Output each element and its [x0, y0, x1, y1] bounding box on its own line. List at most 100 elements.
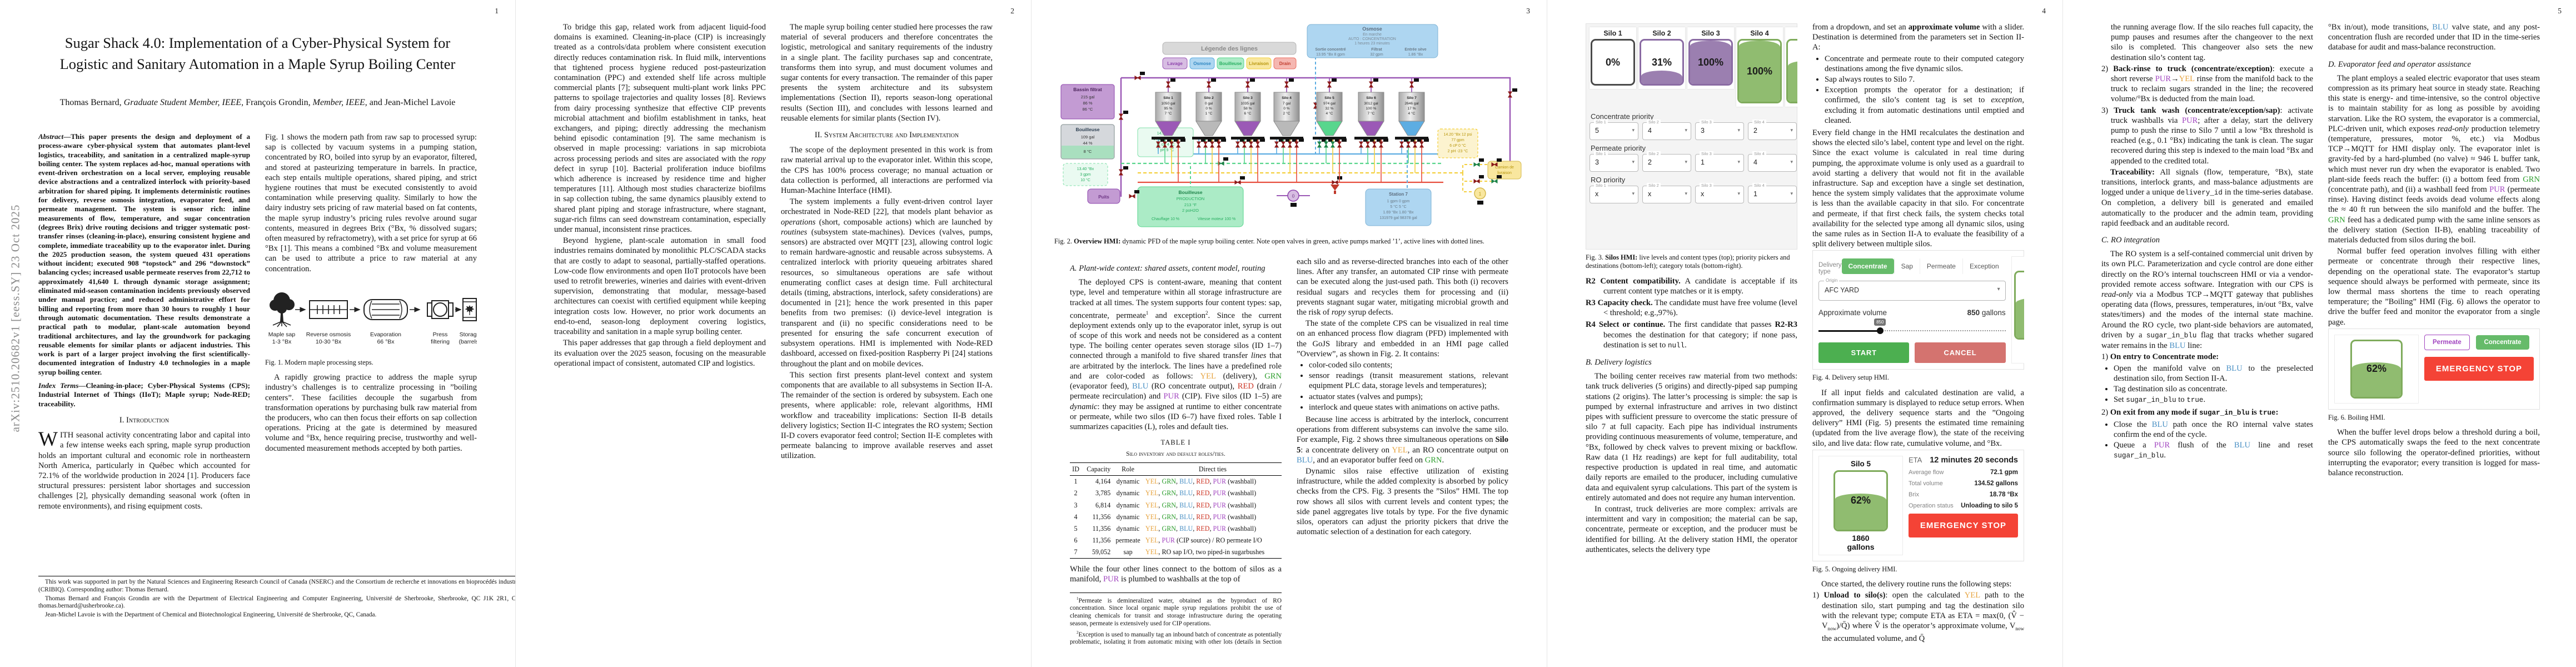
- svg-text:Silo 1: Silo 1: [1163, 96, 1173, 100]
- rule-R3: R3 Capacity check. The candidate must ha…: [1586, 298, 1797, 318]
- paragraph: A rapidly growing practice to address th…: [265, 373, 477, 453]
- silo-tank: 100%: [1737, 39, 1782, 103]
- svg-text:58 %: 58 %: [1243, 107, 1252, 111]
- paragraph: If all input fields and calculated desti…: [1812, 388, 2024, 448]
- page-2: 2 To bridge this gap, related work from …: [515, 0, 1031, 667]
- bullet-item: sensor readings (transit measurement sta…: [1309, 371, 1508, 391]
- page2-right-column: The maple syrup boiling center studied h…: [781, 22, 993, 645]
- silo-tank: 62%: [1833, 470, 1888, 531]
- page4-right-column: from a dropdown, and set an approximate …: [1812, 22, 2024, 645]
- svg-text:Livraison: Livraison: [1249, 61, 1269, 66]
- svg-text:livraison: livraison: [1497, 171, 1512, 175]
- svg-text:95 %: 95 %: [1164, 107, 1172, 111]
- valve-tag: [1370, 138, 1375, 142]
- intro-text: ITH seasonal activity concentrating labo…: [38, 431, 250, 511]
- footnote: Thomas Bernard and François Grondin are …: [38, 595, 515, 610]
- svg-text:Silo 4: Silo 4: [1282, 96, 1292, 100]
- svg-text:PRODUCTION: PRODUCTION: [1177, 196, 1204, 201]
- priority-row-label: Permeate priority: [1591, 144, 1646, 152]
- tab-concentrate: Concentrate: [1841, 258, 1894, 275]
- valve-tag: [1174, 138, 1179, 142]
- valve-tag: [1223, 157, 1228, 161]
- destination-tank: [2014, 271, 2024, 340]
- paragraph: When the buffer level drops below a thre…: [2328, 428, 2540, 477]
- svg-text:7 °C: 7 °C: [1368, 111, 1375, 116]
- valve-icon: [1330, 141, 1336, 148]
- svg-text:Press: Press: [433, 331, 448, 338]
- paragraph: each silo and as reverse-directed branch…: [1297, 257, 1508, 317]
- valve-icon: [1365, 141, 1371, 148]
- paragraph: The deployed CPS is content-aware, meani…: [1070, 278, 1282, 431]
- svg-text:Osmose: Osmose: [1362, 26, 1382, 32]
- svg-text:1 gpm 0 gpm: 1 gpm 0 gpm: [1387, 200, 1410, 203]
- svg-text:Silo 6: Silo 6: [1366, 96, 1376, 100]
- evaporator-icon: [363, 298, 408, 320]
- delivery-step-3: 3) Truck tank wash (concentrate/exceptio…: [2101, 106, 2313, 166]
- emergency-stop-button: EMERGENCY STOP: [1909, 513, 2018, 537]
- svg-text:32 gpm: 32 gpm: [1370, 53, 1383, 57]
- valve-tag: [1211, 78, 1216, 82]
- valve-icon: [1134, 75, 1141, 81]
- volume-label: Approximate volume: [1818, 308, 1887, 317]
- valve-tag: [1279, 138, 1284, 142]
- osmose-box: Osmose En marche AUTO : CONCENTRATION 1 …: [1307, 24, 1438, 58]
- page1-left-column: Abstract—This paper presents the design …: [38, 132, 250, 561]
- valve-icon: [1473, 178, 1480, 184]
- permeate-feed-button: Permeate: [2424, 334, 2470, 350]
- paragraph: from a dropdown, and set an approximate …: [1812, 23, 2024, 52]
- tank-fill: [2352, 362, 2401, 397]
- title-line-2: Logistic and Sanitary Automation in a Ma…: [59, 56, 456, 72]
- svg-text:2646 gal: 2646 gal: [1404, 102, 1419, 106]
- ro-step-2: 2) On exit from any mode if sugar_in_blu…: [2101, 408, 2279, 417]
- figure-5-caption: Fig. 5. Ongoing delivery HMI.: [1812, 565, 1897, 573]
- figure-2: Légende des lignes Lavage Osmose Bouille…: [1054, 22, 1524, 230]
- priority-row: Silo 13▾Silo 22▾Silo 31▾Silo 44▾Silo 5X▾…: [1590, 151, 1797, 172]
- reverse-osmosis-icon: [309, 300, 348, 319]
- svg-text:32 %: 32 %: [1325, 107, 1333, 111]
- svg-text:14.20 °Bx 12 psi: 14.20 °Bx 12 psi: [1443, 132, 1472, 137]
- bullet-item: Close the BLU path once the RO internal …: [2114, 420, 2313, 440]
- valve-tag: [1247, 138, 1252, 142]
- page5-right-column: °Bx in/out), mode transitions, BLU valve…: [2328, 22, 2540, 645]
- svg-text:Osmose: Osmose: [1193, 61, 1211, 66]
- valve-icon: [1358, 141, 1364, 148]
- valve-icon: [1372, 141, 1377, 148]
- svg-text:4 °C: 4 °C: [1408, 111, 1416, 116]
- origin-label: Origin: [1824, 278, 1840, 283]
- overview-bullet-list: color-coded silo contents; sensor readin…: [1297, 360, 1508, 412]
- valve-tag: [1140, 72, 1145, 75]
- cancel-button: CANCEL: [1915, 342, 2006, 364]
- valve-icon: [1491, 178, 1498, 184]
- valve-icon: [1118, 113, 1124, 120]
- figure-4: Delivery type Concentrate Sap Permeate E…: [1812, 250, 2024, 370]
- subsection-heading-C: C. RO integration: [2101, 236, 2160, 245]
- fig6-buffer-card: 62%: [2334, 334, 2419, 404]
- priority-row: Silo 1x▾Silo 2x▾Silo 3x▾Silo 41▾Silo 5x▾…: [1590, 183, 1797, 203]
- svg-text:7 °C: 7 °C: [1165, 111, 1172, 116]
- svg-text:Silo 5: Silo 5: [1324, 96, 1334, 100]
- svg-text:Chauffage 10 %: Chauffage 10 %: [1152, 217, 1179, 221]
- pump-purple: 0: [1287, 190, 1299, 207]
- svg-text:Puits: Puits: [1098, 195, 1109, 200]
- svg-text:10-30 °Bx: 10-30 °Bx: [316, 339, 342, 345]
